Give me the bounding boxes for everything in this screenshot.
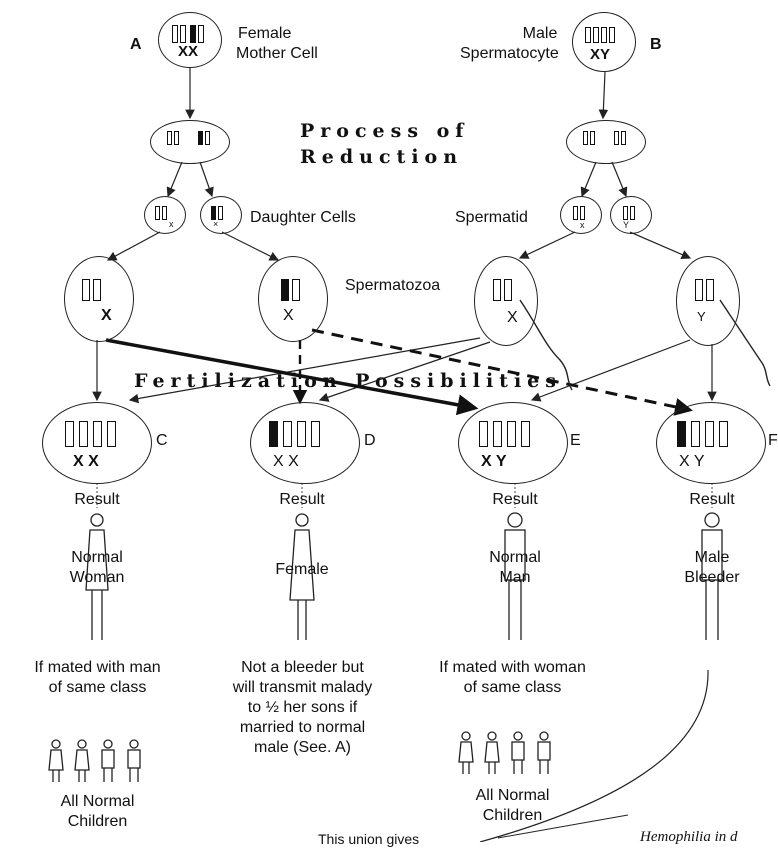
note-e-line2: of same class	[463, 679, 562, 696]
children-e-icon	[458, 731, 551, 774]
note-c-line4: Children	[67, 813, 128, 830]
spermatozoa-label: Spermatozoa	[345, 277, 441, 294]
daughter-cell-carrier: ×	[200, 196, 242, 234]
egg-carrier: X	[258, 256, 328, 342]
mother-cell: XX	[158, 12, 222, 68]
zygote-f: X Y	[656, 402, 766, 484]
female-reduction-cell	[150, 120, 230, 164]
note-d-line4: married to normal	[239, 719, 366, 736]
spermatocyte-cell: XY	[572, 12, 636, 72]
note-d-line3: to ½ her sons if	[247, 699, 358, 716]
egg-carrier-label: X	[283, 307, 294, 324]
hemophilia-text: Hemophilia in d	[640, 829, 738, 845]
zygote-d: X X	[250, 402, 360, 484]
note-d-line5: male (See. A)	[254, 739, 351, 756]
sperm-x: X	[474, 256, 538, 346]
daughter-cells-label: Daughter Cells	[250, 209, 356, 226]
fertilization-heading: Fertilization Possibilities	[134, 370, 562, 392]
zygote-e: X Y	[458, 402, 568, 484]
reduction-label: Reduction	[300, 146, 464, 168]
note-c-line3: All Normal	[60, 793, 135, 810]
zygote-f-chroms: X Y	[679, 453, 705, 470]
note-e-line3: All Normal	[475, 787, 550, 804]
male-reduction-cell	[566, 120, 646, 164]
note-d-line2: will transmit malady	[232, 679, 373, 696]
union-gives-text: This union gives	[318, 831, 420, 847]
female-icon	[289, 513, 315, 640]
normal-woman-line2: Woman	[69, 569, 125, 586]
process-of-label: Process of	[300, 120, 470, 142]
zygote-e-chroms: X Y	[481, 453, 507, 470]
result-c: Result	[74, 491, 120, 508]
zygote-f-letter: F	[768, 432, 778, 449]
label-a: A	[130, 36, 142, 53]
sperm-y: Y	[676, 256, 740, 346]
female-mother-label-1: Female	[238, 25, 292, 42]
note-e-line4: Children	[482, 807, 543, 824]
male-bleeder-icon	[701, 512, 723, 640]
daughter-cell-x: x	[144, 196, 186, 234]
normal-man-line2: Man	[499, 569, 531, 586]
female-mother-label-2: Mother Cell	[236, 45, 318, 62]
zygote-c: X X	[42, 402, 152, 484]
man-icon	[504, 512, 526, 640]
normal-man-line1: Normal	[489, 549, 541, 566]
note-c-line1: If mated with man	[34, 659, 161, 676]
children-c-icon	[48, 739, 141, 782]
note-c-line2: of same class	[48, 679, 147, 696]
result-e: Result	[492, 491, 538, 508]
zygote-e-letter: E	[570, 432, 581, 449]
egg-x-label: X	[101, 307, 112, 324]
female-caption: Female	[275, 561, 329, 578]
note-e-line1: If mated with woman	[439, 659, 586, 676]
sperm-y-label: Y	[697, 309, 706, 324]
sperm-x-label: X	[507, 309, 518, 326]
spermatid-y: Y	[610, 196, 652, 234]
zygote-c-chroms: X X	[73, 453, 99, 470]
male-bleeder-line1: Male	[694, 549, 730, 566]
egg-x: X	[64, 256, 134, 342]
result-f: Result	[689, 491, 735, 508]
zygote-c-letter: C	[156, 432, 168, 449]
male-bleeder-line2: Bleeder	[684, 569, 740, 586]
normal-woman-line1: Normal	[71, 549, 123, 566]
note-d-line1: Not a bleeder but	[241, 659, 364, 676]
zygote-d-chroms: X X	[273, 453, 299, 470]
woman-icon	[85, 513, 109, 640]
spermatocyte-chrom-label: XY	[590, 46, 611, 63]
spermatid-x: x	[560, 196, 602, 234]
male-spermatocyte-label-1: Male	[522, 25, 558, 42]
mother-cell-chrom-label: XX	[178, 43, 199, 60]
label-b: B	[650, 36, 662, 53]
zygote-d-letter: D	[364, 432, 376, 449]
spermatid-label: Spermatid	[455, 209, 528, 226]
male-spermatocyte-label-2: Spermatocyte	[460, 45, 559, 62]
result-d: Result	[279, 491, 325, 508]
